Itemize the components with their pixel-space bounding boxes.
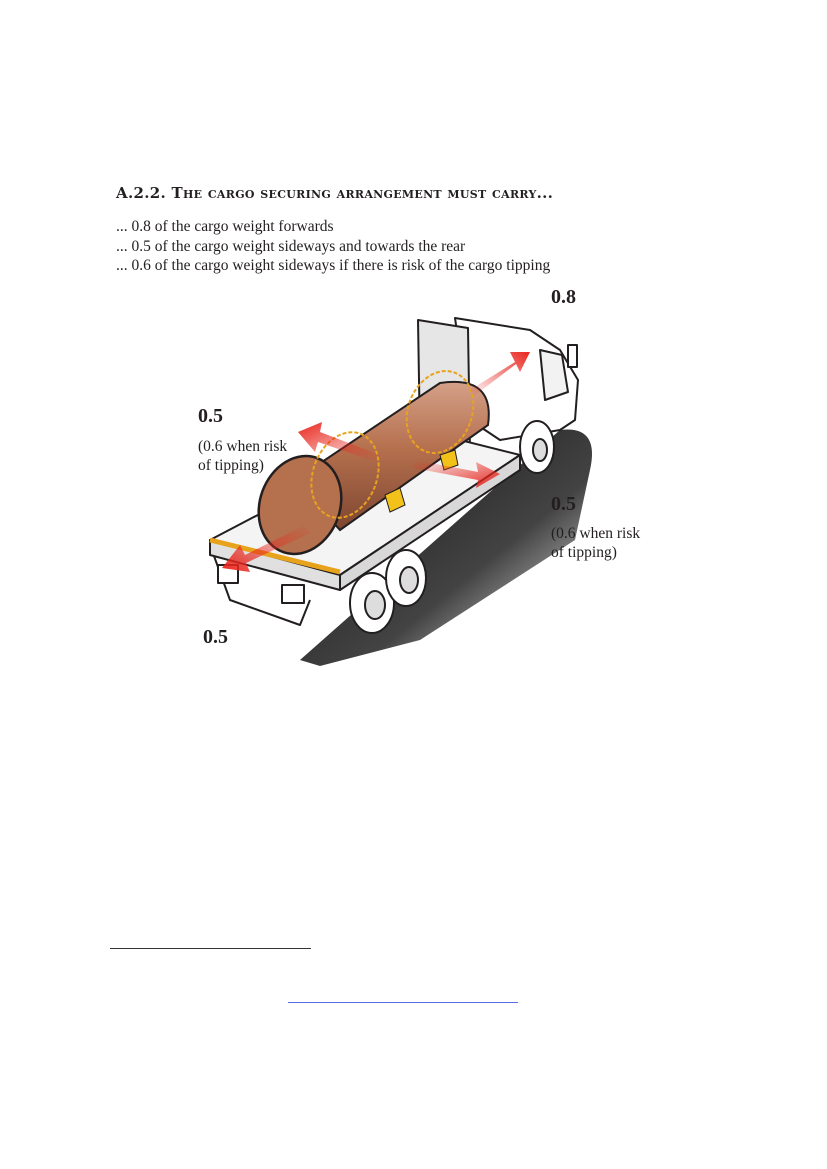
label-rear-value: 0.5 — [203, 626, 228, 649]
label-right-note-1: (0.6 when risk — [551, 524, 640, 543]
label-left-note-1: (0.6 when risk — [198, 437, 287, 456]
label-right-note-2: of tipping) — [551, 543, 617, 562]
label-left-value: 0.5 — [198, 405, 223, 428]
footnote-separator — [110, 948, 311, 949]
label-right-value: 0.5 — [551, 493, 576, 516]
label-forward-value: 0.8 — [551, 286, 576, 309]
label-left-note-2: of tipping) — [198, 456, 264, 475]
hyperlink-underline[interactable] — [288, 1002, 518, 1003]
